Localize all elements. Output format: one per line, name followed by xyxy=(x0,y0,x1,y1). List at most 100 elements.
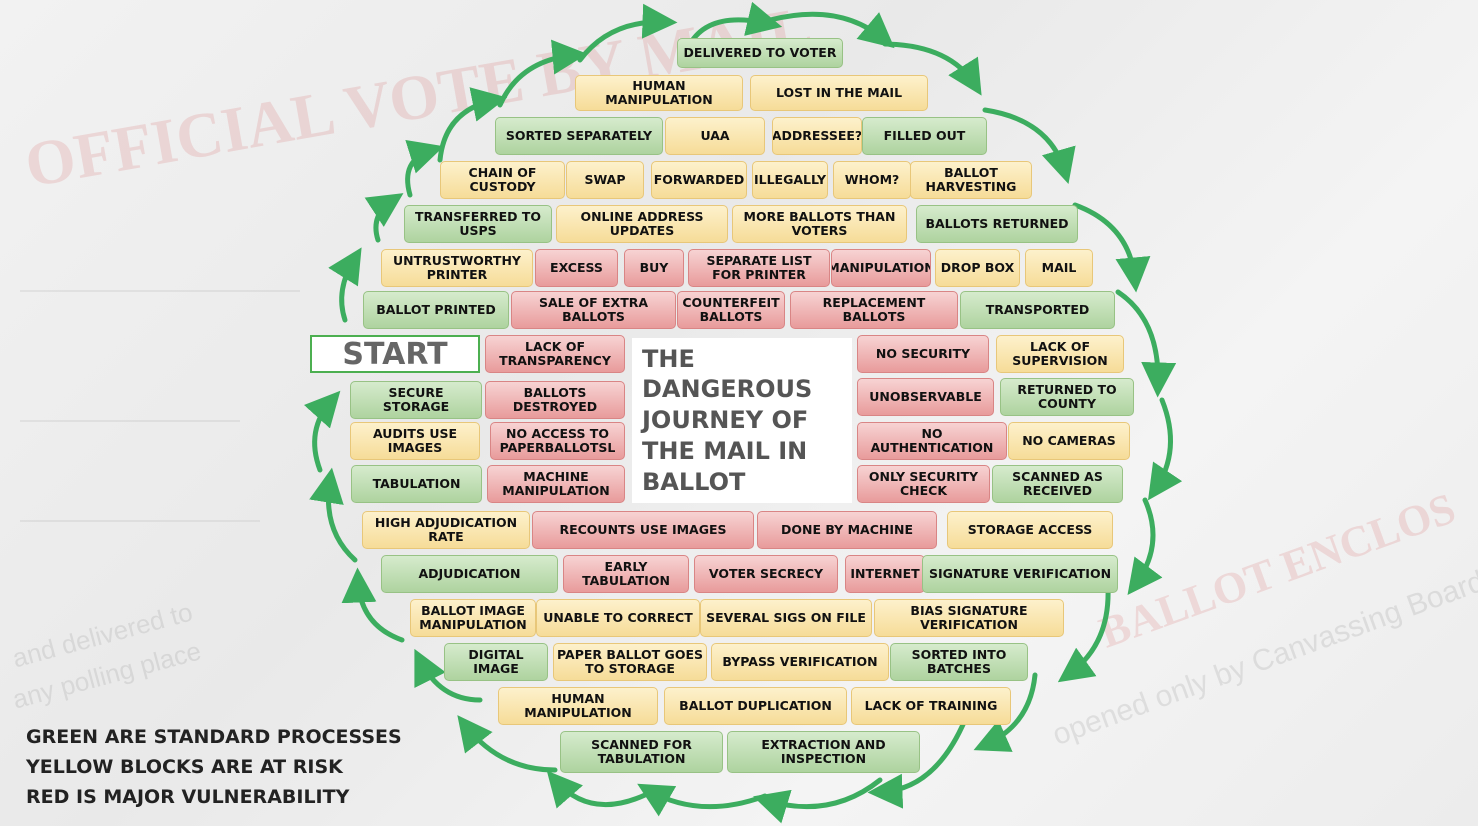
cycle-arrow xyxy=(328,247,362,323)
cycle-arrow xyxy=(767,11,895,49)
block-voter-secrecy: VOTER SECRECY xyxy=(694,555,838,593)
legend-yellow: YELLOW BLOCKS ARE AT RISK xyxy=(26,756,343,778)
block-human-manipulation: HUMAN MANIPULATION xyxy=(575,75,743,111)
cycle-arrow xyxy=(1127,497,1163,596)
cycle-arrow xyxy=(364,193,404,243)
legend: GREEN ARE STANDARD PROCESSES YELLOW BLOC… xyxy=(26,722,402,812)
block-scanned-as-received: SCANNED AS RECEIVED xyxy=(992,465,1123,503)
cycle-arrow xyxy=(753,777,883,824)
block-secure-storage: SECURE STORAGE xyxy=(350,381,482,419)
block-early-tabulation: EARLY TABULATION xyxy=(563,555,689,593)
block-uaa: UAA xyxy=(665,117,765,155)
legend-red: RED IS MAJOR VULNERABILITY xyxy=(26,786,350,808)
block-counterfeit-ballots: COUNTERFEIT BALLOTS xyxy=(677,291,785,329)
cycle-arrow xyxy=(882,41,982,96)
block-forwarded: FORWARDED xyxy=(651,161,747,199)
block-swap: SWAP xyxy=(566,161,644,199)
cycle-arrow xyxy=(497,39,588,108)
block-internet: INTERNET xyxy=(845,555,925,593)
cycle-arrow xyxy=(1057,585,1111,683)
block-returned-to-county: RETURNED TO COUNTY xyxy=(1000,378,1134,416)
cycle-arrow xyxy=(341,567,405,643)
block-digital-image: DIGITAL IMAGE xyxy=(444,643,548,681)
cycle-arrow xyxy=(577,3,678,63)
block-separate-list-for-printer: SEPARATE LIST FOR PRINTER xyxy=(688,249,830,287)
block-paper-ballot-goes-to-storage: PAPER BALLOT GOES TO STORAGE xyxy=(553,643,707,681)
bg-line xyxy=(20,420,240,422)
bg-line xyxy=(20,520,260,522)
cycle-arrow xyxy=(1115,289,1177,398)
block-ballot-duplication: BALLOT DUPLICATION xyxy=(664,687,847,725)
block-lack-of-transparency: LACK OF TRANSPARENCY xyxy=(485,335,625,373)
block-done-by-machine: DONE BY MACHINE xyxy=(757,511,937,549)
cycle-arrow xyxy=(405,140,444,198)
block-illegally: ILLEGALLY xyxy=(752,161,828,199)
cycle-arrow xyxy=(973,672,1038,752)
block-more-ballots-than-voters: MORE BALLOTS THAN VOTERS xyxy=(732,205,907,243)
diagram-title: THE DANGEROUS JOURNEY OF THE MAIL IN BAL… xyxy=(642,344,813,496)
block-lost-in-the-mail: LOST IN THE MAIL xyxy=(750,75,928,111)
block-bypass-verification: BYPASS VERIFICATION xyxy=(711,643,889,681)
start-box: START xyxy=(310,335,480,373)
cycle-arrow xyxy=(867,717,968,809)
cycle-arrow xyxy=(437,87,508,163)
cycle-arrow xyxy=(687,1,783,47)
block-mail: MAIL xyxy=(1025,249,1093,287)
block-untrustworthy-printer: UNTRUSTWORTHY PRINTER xyxy=(381,249,533,287)
block-delivered-to-voter: DELIVERED TO VOTER xyxy=(677,38,843,68)
cycle-arrow xyxy=(1072,202,1151,293)
block-machine-manipulation: MACHINE MANIPULATION xyxy=(487,465,625,503)
block-lack-of-training: LACK OF TRAINING xyxy=(851,687,1011,725)
cycle-arrow xyxy=(457,715,558,773)
block-sorted-into-batches: SORTED INTO BATCHES xyxy=(890,643,1028,681)
block-buy: BUY xyxy=(624,249,684,287)
block-filled-out: FILLED OUT xyxy=(862,117,987,155)
block-audits-use-images: AUDITS USE IMAGES xyxy=(350,422,480,460)
cycle-arrow xyxy=(309,467,358,563)
cycle-arrow xyxy=(414,648,483,703)
block-lack-of-supervision: LACK OF SUPERVISION xyxy=(996,335,1124,373)
block-sorted-separately: SORTED SEPARATELY xyxy=(495,117,663,155)
block-ballots-destroyed: BALLOTS DESTROYED xyxy=(485,381,625,419)
block-no-security: NO SECURITY xyxy=(857,335,989,373)
block-ballot-harvesting: BALLOT HARVESTING xyxy=(910,161,1032,199)
block-unobservable: UNOBSERVABLE xyxy=(857,378,994,416)
block-unable-to-correct: UNABLE TO CORRECT xyxy=(536,599,700,637)
block-recounts-use-images: RECOUNTS USE IMAGES xyxy=(532,511,754,549)
block-excess: EXCESS xyxy=(535,249,618,287)
block-no-access-to-paper-ballots: NO ACCESS TO PAPERBALLOTSL xyxy=(490,422,625,460)
block-transferred-to-usps: TRANSFERRED TO USPS xyxy=(404,205,552,243)
legend-green: GREEN ARE STANDARD PROCESSES xyxy=(26,726,402,748)
cycle-arrow xyxy=(637,783,768,817)
block-no-cameras: NO CAMERAS xyxy=(1008,422,1130,460)
block-ballots-returned: BALLOTS RETURNED xyxy=(916,205,1078,243)
block-human-manipulation-2: HUMAN MANIPULATION xyxy=(498,687,658,725)
block-drop-box: DROP BOX xyxy=(935,249,1020,287)
title-panel: THE DANGEROUS JOURNEY OF THE MAIL IN BAL… xyxy=(632,338,852,503)
block-addressee: ADDRESSEE? xyxy=(772,117,862,155)
block-manipulation: MANIPULATION xyxy=(831,249,931,287)
block-replacement-ballots: REPLACEMENT BALLOTS xyxy=(790,291,958,329)
block-only-security-check: ONLY SECURITY CHECK xyxy=(857,465,990,503)
block-several-sigs-on-file: SEVERAL SIGS ON FILE xyxy=(700,599,872,637)
block-storage-access: STORAGE ACCESS xyxy=(947,511,1113,549)
cycle-arrow xyxy=(546,770,648,809)
bg-line xyxy=(20,290,300,292)
block-ballot-image-manipulation: BALLOT IMAGE MANIPULATION xyxy=(410,599,536,637)
block-high-adjudication-rate: HIGH ADJUDICATION RATE xyxy=(362,511,530,549)
block-bias-signature-verification: BIAS SIGNATURE VERIFICATION xyxy=(874,599,1064,637)
cycle-arrow xyxy=(1148,397,1183,501)
block-adjudication: ADJUDICATION xyxy=(381,555,558,593)
block-ballot-printed: BALLOT PRINTED xyxy=(363,291,509,329)
block-scanned-for-tabulation: SCANNED FOR TABULATION xyxy=(560,731,723,773)
block-tabulation: TABULATION xyxy=(351,465,482,503)
block-extraction-and-inspection: EXTRACTION AND INSPECTION xyxy=(727,731,920,773)
block-transported: TRANSPORTED xyxy=(960,291,1115,329)
block-online-address-updates: ONLINE ADDRESS UPDATES xyxy=(556,205,728,243)
block-whom: WHOM? xyxy=(833,161,911,199)
cycle-arrow xyxy=(982,107,1076,185)
block-chain-of-custody: CHAIN OF CUSTODY xyxy=(440,161,565,199)
cycle-arrow xyxy=(303,390,341,473)
